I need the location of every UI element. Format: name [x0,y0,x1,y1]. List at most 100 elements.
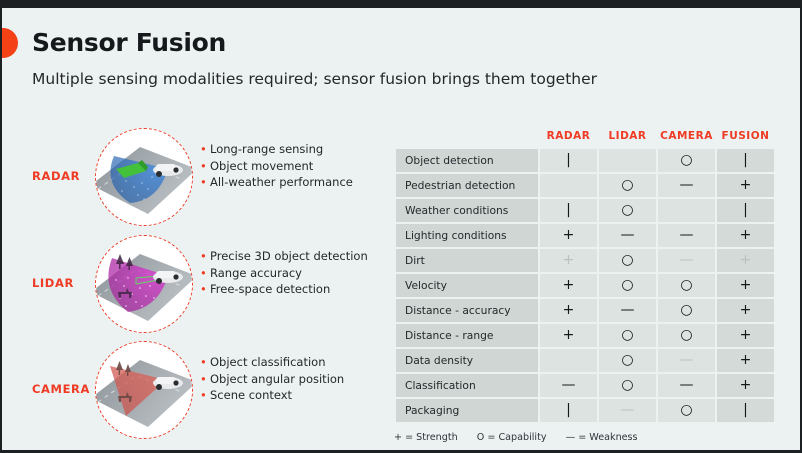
row-label: Packaging [396,399,538,422]
bullet-dot-icon: • [200,142,207,156]
matrix-cell: ○ [658,274,715,297]
bullet-dot-icon: • [200,388,207,402]
list-item: •Scene context [200,387,344,404]
matrix-legend: + = Strength O = Capability — = Weakness [394,432,654,443]
table-row: Weather conditions|○| [396,199,774,222]
matrix-cell: + [717,224,774,247]
matrix-cell: | [717,399,774,422]
list-item: •Range accuracy [200,265,368,282]
matrix-cell: + [540,274,597,297]
bullet-list-lidar: •Precise 3D object detection •Range accu… [200,248,368,298]
matrix-cell: ○ [658,149,715,172]
modality-label-camera: CAMERA [32,382,90,396]
radar-beam-illustration [95,128,193,226]
column-header-fusion: FUSION [721,130,770,142]
bullet-text: Precise 3D object detection [210,249,368,263]
bullet-dot-icon: • [200,265,207,280]
column-header-radar: RADAR [546,130,591,142]
matrix-cell: — [658,349,715,372]
matrix-cell: + [717,174,774,197]
capability-matrix: RADAR LIDAR CAMERA FUSION Object detecti… [394,128,776,424]
table-row: Distance - range+○○+ [396,324,774,347]
camera-beam-illustration [95,341,193,439]
matrix-cell: + [540,249,597,272]
modality-label-lidar: LIDAR [32,276,74,290]
legend-strength: + = Strength [394,432,458,443]
matrix-cell: | [717,149,774,172]
bullet-list-camera: •Object classification •Object angular p… [200,354,344,404]
matrix-cell: ○ [658,299,715,322]
bullet-dot-icon: • [200,282,207,296]
matrix-cell: ○ [599,199,656,222]
matrix-cell: ○ [599,324,656,347]
modality-block-radar: RADAR [2,125,392,231]
column-header-blank [396,130,538,147]
list-item: •Precise 3D object detection [200,248,368,265]
bullet-text: All-weather performance [210,175,353,189]
table-row: Packaging|—○| [396,399,774,422]
matrix-cell: — [599,399,656,422]
bullet-text: Object angular position [210,371,345,386]
slide-canvas: Sensor Fusion Multiple sensing modalitie… [1,8,801,451]
bullet-text: Long-range sensing [210,142,324,156]
row-label: Dirt [396,249,538,272]
matrix-cell [599,149,656,172]
row-label: Data density [396,349,538,372]
matrix-cell: ○ [599,374,656,397]
matrix-cell: ○ [599,349,656,372]
bullet-dot-icon: • [200,175,207,189]
matrix-cell: | [540,149,597,172]
table-row: Data density○—+ [396,349,774,372]
modality-block-camera: CAMERA [2,338,392,444]
column-header-lidar: LIDAR [608,130,647,142]
bullet-text: Object classification [210,355,326,369]
matrix-cell: — [658,249,715,272]
matrix-cell: — [540,374,597,397]
column-header-camera: CAMERA [660,130,713,142]
table-row: Dirt+○—+ [396,249,774,272]
bullet-text: Range accuracy [210,265,302,280]
row-label: Distance - range [396,324,538,347]
modality-block-lidar: LIDAR [2,232,392,338]
matrix-cell: | [717,199,774,222]
list-item: •Free-space detection [200,281,368,298]
matrix-cell: + [717,249,774,272]
matrix-cell: ○ [658,399,715,422]
matrix-cell: + [540,224,597,247]
page-subtitle: Multiple sensing modalities required; se… [32,70,598,88]
matrix-cell: + [717,374,774,397]
table-row: Object detection|○| [396,149,774,172]
page-title: Sensor Fusion [32,28,227,57]
matrix-cell [540,174,597,197]
table-row: Distance - accuracy+—○+ [396,299,774,322]
table-row: Velocity+○○+ [396,274,774,297]
matrix-cell: + [717,299,774,322]
matrix-cell: ○ [599,249,656,272]
bullet-text: Object movement [210,158,314,173]
row-label: Object detection [396,149,538,172]
matrix-cell: + [540,324,597,347]
row-label: Lighting conditions [396,224,538,247]
matrix-cell: | [540,199,597,222]
lidar-beam-illustration [95,235,193,333]
row-label: Pedestrian detection [396,174,538,197]
row-label: Weather conditions [396,199,538,222]
list-item: •All-weather performance [200,174,353,191]
matrix-cell: — [658,224,715,247]
matrix-cell: ○ [599,274,656,297]
matrix-cell: + [540,299,597,322]
bullet-dot-icon: • [200,371,207,386]
accent-dot-decoration [2,28,18,58]
legend-weakness: — = Weakness [565,432,638,443]
matrix-cell: ○ [599,174,656,197]
table-row: Pedestrian detection○—+ [396,174,774,197]
row-label: Distance - accuracy [396,299,538,322]
bullet-dot-icon: • [200,249,207,263]
modality-label-radar: RADAR [32,169,81,183]
matrix-cell: + [717,324,774,347]
list-item: •Long-range sensing [200,141,353,158]
matrix-cell: — [599,224,656,247]
table-header-row: RADAR LIDAR CAMERA FUSION [396,130,774,147]
matrix-cell: — [599,299,656,322]
matrix-cell: | [540,399,597,422]
